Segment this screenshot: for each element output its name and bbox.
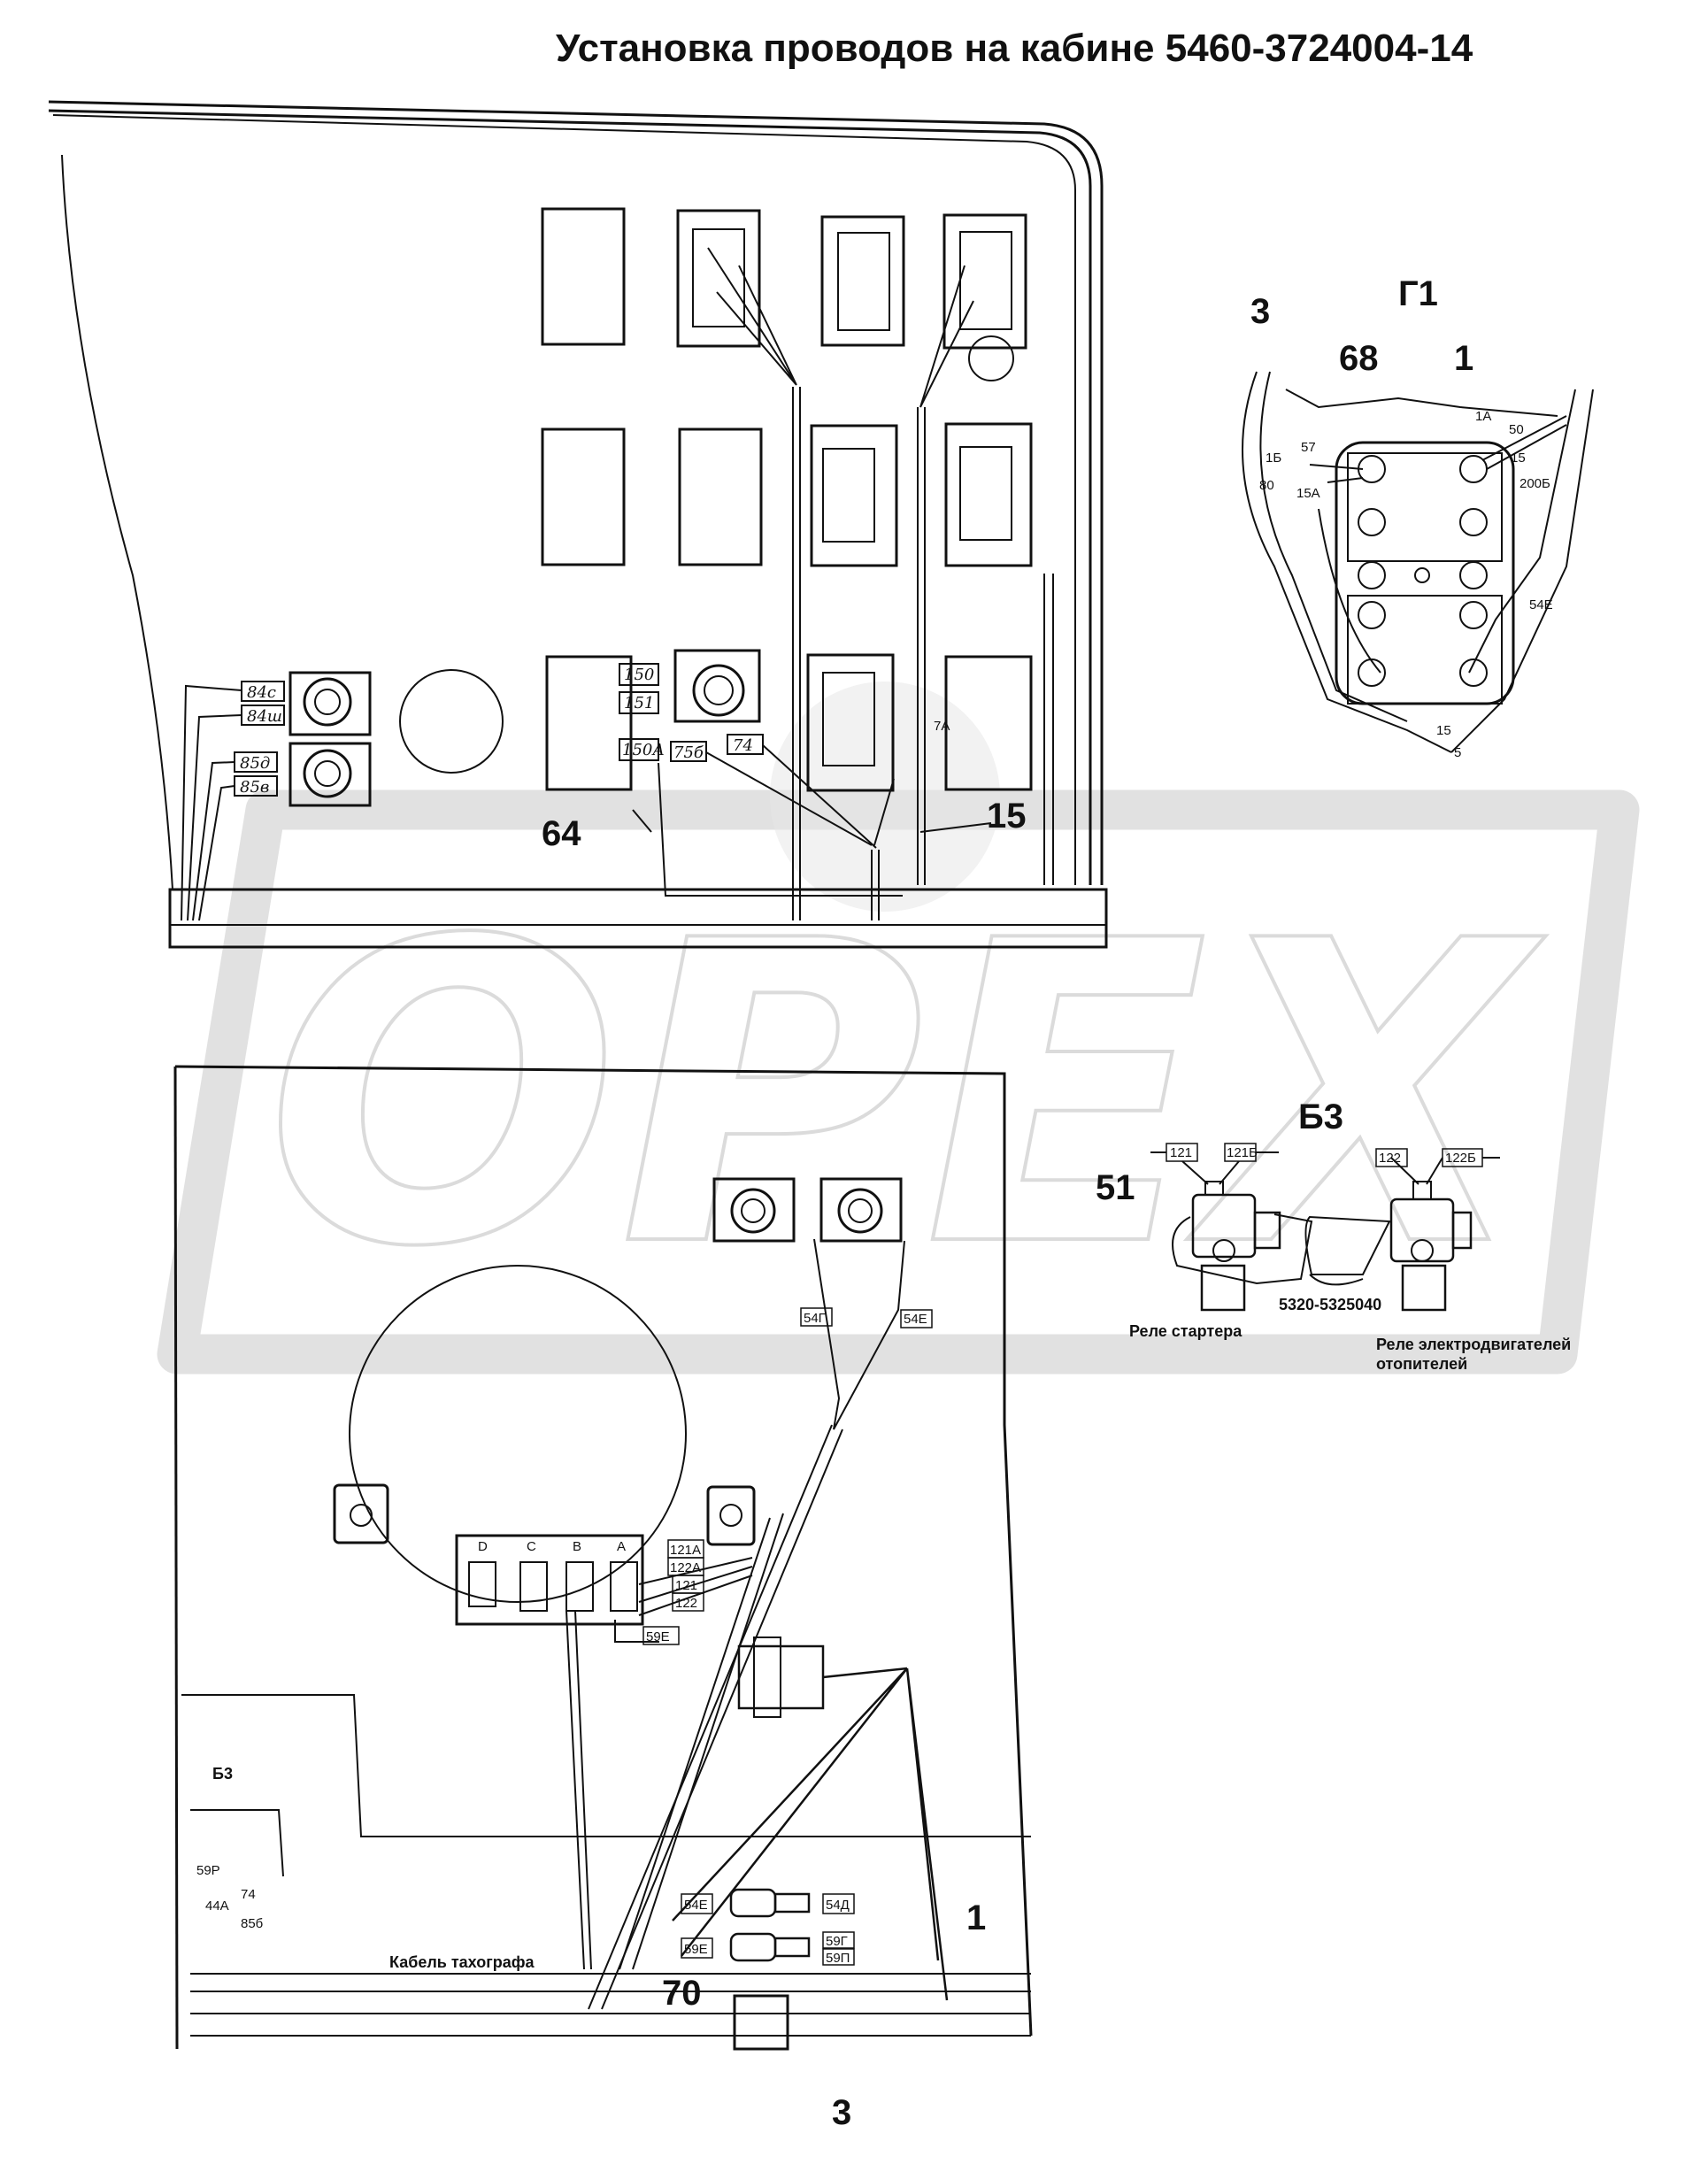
starter-relay-caption: Реле стартера (1129, 1322, 1243, 1340)
g1-tag-57: 57 (1301, 440, 1316, 455)
b3-name: Б3 (1298, 1097, 1343, 1136)
b3-tag-121: 121 (1170, 1145, 1192, 1160)
tag-122a: 122А (670, 1560, 701, 1575)
g1-tag-80: 80 (1259, 478, 1274, 493)
top-view-labels: 64 15 84с 84ш 85д 85в 150 151 150А 75б 7… (240, 666, 1027, 853)
relay-tag-7a: 7А (934, 719, 950, 734)
b3-callout-51: 51 (1096, 1168, 1135, 1207)
relay-tag-151: 151 (624, 694, 654, 712)
svg-text:OPEX: OPEX (265, 853, 1546, 1337)
tag-121a: 121А (670, 1543, 701, 1558)
connector-and-relays (642, 1143, 1500, 2001)
g1-tag-200b: 200Б (1520, 476, 1550, 491)
relay-tag-74: 74 (733, 736, 753, 755)
heater-relay-caption-2: отопителей (1376, 1355, 1467, 1373)
bottom-wires (565, 1238, 905, 2010)
tag-54d: 54Д (826, 1898, 850, 1913)
detail-g1-drawing (1242, 371, 1594, 753)
detail-g1-labels: Г1 3 68 1 1А 50 15 200Б 57 1Б 80 15А 54Е… (1250, 274, 1553, 760)
callout-15: 15 (987, 797, 1027, 836)
tacho-cable-label: Кабель тахографа (389, 1953, 535, 1971)
b3-tag-122: 122 (1379, 1151, 1401, 1166)
g1-callout-1: 1 (1454, 339, 1473, 378)
g1-tag-15-lower: 15 (1436, 723, 1451, 738)
g1-callout-68: 68 (1339, 339, 1379, 378)
tag-122-conn: 122 (675, 1596, 697, 1611)
fuse-tag-85d: 85д (240, 754, 270, 773)
diagram-title: Установка проводов на кабине 5460-372400… (556, 27, 1473, 70)
top-cab-panel (48, 100, 1108, 949)
tag-59g: 59Г (826, 1934, 848, 1949)
tag-54g: 54Г (804, 1311, 826, 1326)
socket-c: C (527, 1539, 536, 1554)
tag-121-conn: 121 (675, 1578, 697, 1593)
relay-tag-75b: 75б (673, 743, 704, 762)
tag-59e-conn: 59Е (646, 1629, 670, 1644)
relay-tag-150: 150 (624, 666, 654, 684)
watermark: OPEX (157, 682, 1640, 1375)
tag-59p: 59П (826, 1951, 850, 1966)
tag-54e-upper: 54Е (904, 1312, 927, 1327)
detail-b3-labels: Б3 51 121 121Б 122 122Б 5320-5325040 Рел… (1096, 1097, 1571, 1373)
g1-tag-1b: 1Б (1266, 451, 1281, 466)
relay-tag-150a: 150А (622, 741, 665, 759)
b3-tag-121b: 121Б (1227, 1145, 1258, 1160)
g1-tag-54e: 54Е (1529, 597, 1553, 612)
g1-name: Г1 (1398, 274, 1438, 313)
g1-tag-15: 15 (1511, 451, 1526, 466)
fuse-tag-84c: 84с (247, 683, 276, 702)
socket-d: D (478, 1539, 488, 1554)
tag-59r: 59Р (196, 1863, 220, 1878)
callout-3: 3 (832, 2093, 851, 2132)
fuse-tag-85v: 85в (240, 778, 269, 797)
tag-74-lower: 74 (241, 1887, 256, 1902)
bottom-cab-panel (173, 1065, 1033, 2051)
g1-tag-1a: 1А (1475, 409, 1491, 424)
tag-59e-lower: 59Е (684, 1942, 708, 1957)
b3-tag-122b: 122Б (1445, 1151, 1476, 1166)
b3-marker: Б3 (212, 1765, 233, 1783)
g1-callout-3: 3 (1250, 292, 1270, 331)
bottom-view-labels: 70 1 3 Кабель тахографа Б3 54Г 54Е 121А … (196, 1311, 986, 2132)
g1-tag-50: 50 (1509, 422, 1524, 437)
g1-tag-15a: 15А (1296, 486, 1320, 501)
g1-tag-5: 5 (1454, 745, 1461, 760)
fuse-tag-84sh: 84ш (247, 707, 282, 726)
tag-85b: 85б (241, 1916, 263, 1931)
b3-part-number: 5320-5325040 (1279, 1296, 1381, 1313)
socket-b: B (573, 1539, 581, 1554)
tag-44a: 44А (205, 1898, 229, 1914)
tag-54e-lower: 54Е (684, 1898, 708, 1913)
callout-64: 64 (542, 814, 581, 853)
callout-1: 1 (966, 1898, 986, 1937)
socket-a: A (617, 1539, 626, 1554)
heater-relay-caption-1: Реле электродвигателей (1376, 1336, 1571, 1353)
callout-70: 70 (662, 1974, 702, 2013)
